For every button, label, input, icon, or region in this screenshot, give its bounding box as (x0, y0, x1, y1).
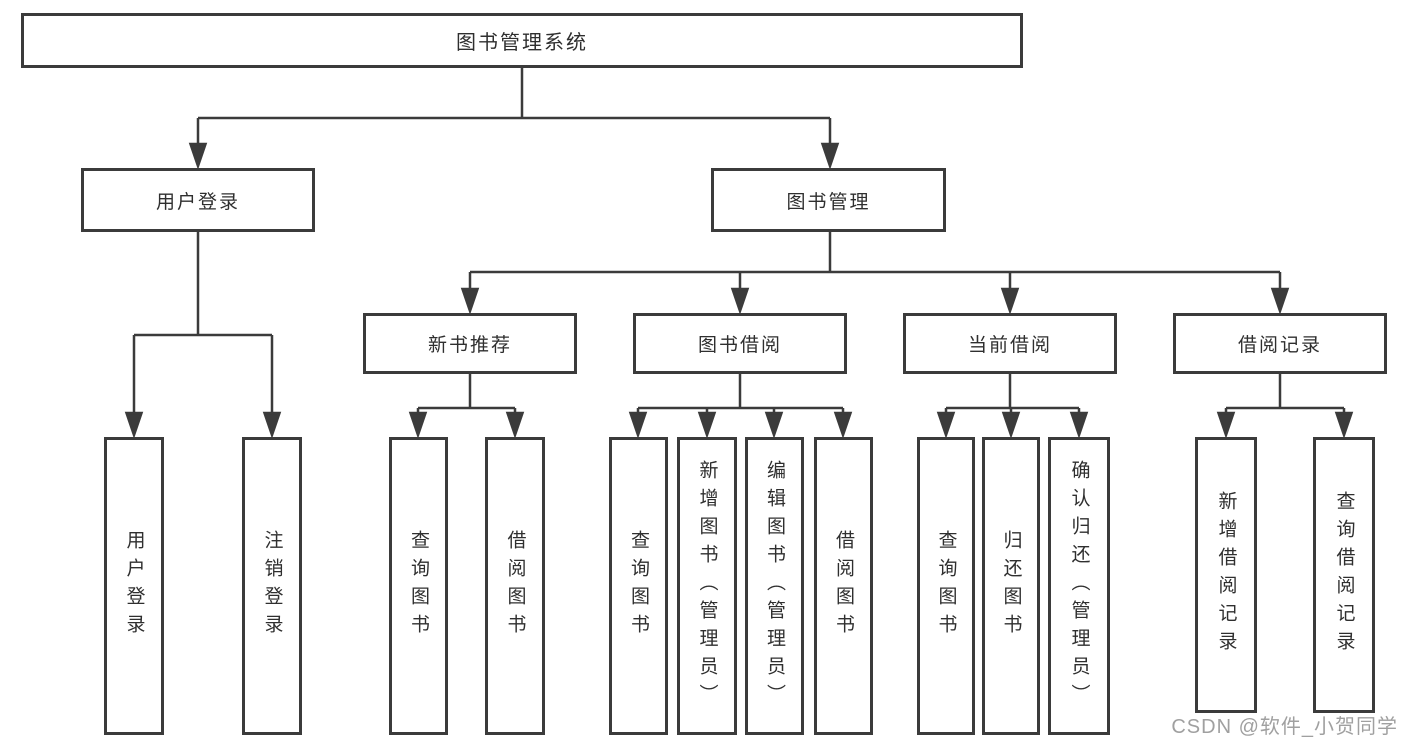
arrowhead (262, 411, 282, 439)
node-borrow-record: 借阅记录 (1173, 313, 1387, 374)
connector-book-mgmt-to-level3 (460, 232, 1290, 315)
leaf-label: 查询图书 (628, 530, 649, 642)
connector-book-borrow-to-leaves (628, 374, 853, 439)
node-label: 当前借阅 (967, 335, 1052, 356)
csdn-watermark: CSDN @软件_小贺同学 (1171, 716, 1398, 738)
leaf-label: 用户登录 (123, 530, 145, 642)
arrowhead (1334, 411, 1354, 439)
arrowhead (820, 142, 840, 170)
leaf-label: 借阅图书 (504, 530, 526, 642)
node-root-label: 图书管理系统 (456, 32, 588, 54)
arrowhead (408, 411, 428, 439)
leaf-edit-book-admin: 编辑图书（管理员） (745, 437, 804, 735)
node-book-mgmt: 图书管理 (711, 168, 946, 232)
arrowhead (505, 411, 525, 439)
arrowhead (730, 287, 750, 315)
leaf-logout: 注销登录 (242, 437, 302, 735)
connector-new-book-to-leaves (408, 374, 525, 439)
arrowhead (1069, 411, 1089, 439)
connector-current-borrow-to-leaves (936, 374, 1089, 439)
connector-user-login-to-leaves (124, 232, 282, 439)
node-label: 用户登录 (155, 191, 240, 213)
leaf-return-book: 归还图书 (982, 437, 1040, 735)
leaf-label: 借阅图书 (833, 530, 854, 642)
connector-borrow-record-to-leaves (1216, 374, 1354, 439)
node-label: 新书推荐 (427, 335, 512, 356)
arrowhead (697, 411, 717, 439)
node-label: 借阅记录 (1237, 335, 1322, 356)
leaf-query-book-2: 查询图书 (609, 437, 668, 735)
leaf-add-borrow-record: 新增借阅记录 (1195, 437, 1257, 713)
arrowhead (1270, 287, 1290, 315)
leaf-label: 查询图书 (935, 530, 957, 642)
arrowhead (1001, 411, 1021, 439)
arrowhead (833, 411, 853, 439)
leaf-borrow-book-2: 借阅图书 (814, 437, 873, 735)
node-root: 图书管理系统 (21, 13, 1023, 68)
leaf-user-login: 用户登录 (104, 437, 164, 735)
leaf-label: 归还图书 (1000, 530, 1022, 642)
arrowhead (460, 287, 480, 315)
node-new-book-recommend: 新书推荐 (363, 313, 577, 374)
leaf-label: 新增借阅记录 (1215, 491, 1237, 659)
arrowhead (1216, 411, 1236, 439)
leaf-query-book-3: 查询图书 (917, 437, 975, 735)
leaf-label: 查询图书 (408, 530, 429, 642)
leaf-label: 编辑图书（管理员） (764, 460, 785, 712)
leaf-query-book-1: 查询图书 (389, 437, 448, 735)
leaf-label: 注销登录 (261, 530, 283, 642)
leaf-query-borrow-record: 查询借阅记录 (1313, 437, 1375, 713)
node-label: 图书借阅 (697, 335, 782, 356)
node-label: 图书管理 (786, 191, 871, 213)
arrowhead (188, 142, 208, 170)
node-book-borrow: 图书借阅 (633, 313, 847, 374)
leaf-confirm-return-admin: 确认归还（管理员） (1048, 437, 1110, 735)
node-user-login-group: 用户登录 (81, 168, 315, 232)
arrowhead (1000, 287, 1020, 315)
leaf-label: 新增图书（管理员） (696, 460, 718, 712)
leaf-label: 查询借阅记录 (1333, 491, 1355, 659)
connector-root-to-level2 (188, 68, 840, 170)
arrowhead (124, 411, 144, 439)
arrowhead (764, 411, 784, 439)
leaf-label: 确认归还（管理员） (1068, 460, 1090, 712)
arrowhead (628, 411, 648, 439)
arrowhead (936, 411, 956, 439)
node-current-borrow: 当前借阅 (903, 313, 1117, 374)
leaf-borrow-book-1: 借阅图书 (485, 437, 545, 735)
leaf-add-book-admin: 新增图书（管理员） (677, 437, 737, 735)
